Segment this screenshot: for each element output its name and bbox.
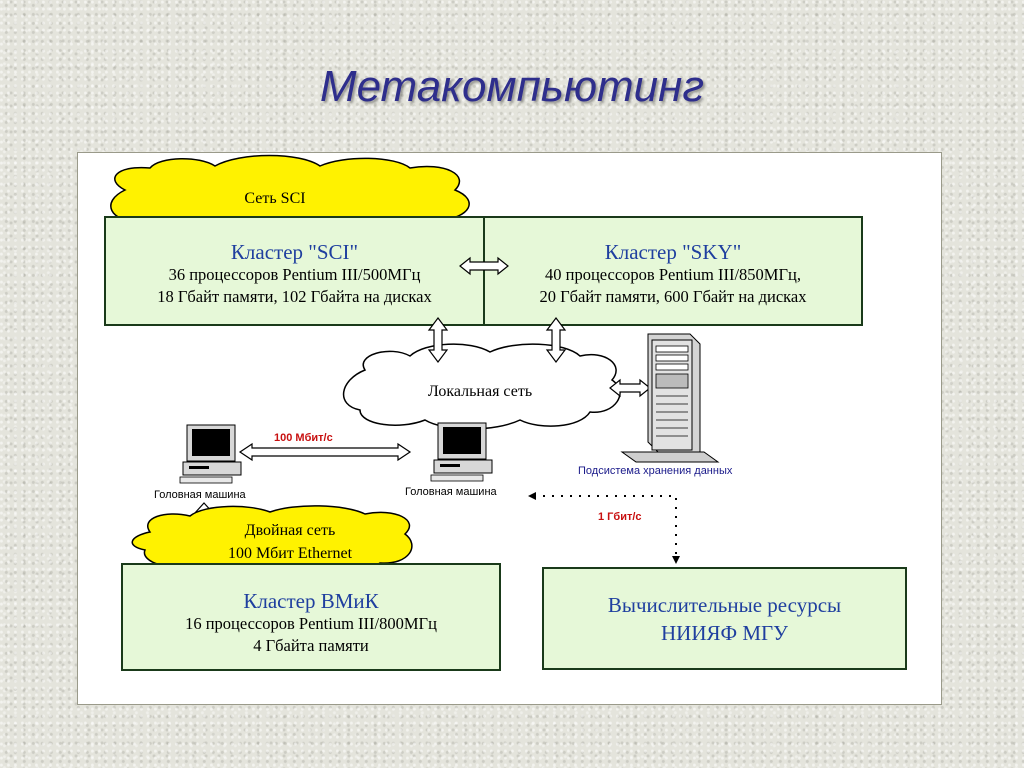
cluster-sci-memory: 18 Гбайт памяти, 102 Гбайта на дисках	[157, 287, 432, 306]
local-network-label: Локальная сеть	[427, 383, 533, 400]
cluster-vmik-memory: 4 Гбайта памяти	[253, 636, 369, 655]
cluster-vmik-title: Кластер ВМиК	[243, 589, 379, 613]
cluster-sky-memory: 20 Гбайт памяти, 600 Гбайт на дисках	[539, 287, 807, 306]
double-network-line2: 100 Мбит Ethernet	[227, 545, 353, 562]
cluster-sky-cpus: 40 процессоров Pentium III/850МГц,	[545, 265, 801, 284]
cluster-sci-box: Кластер "SCI" 36 процессоров Pentium III…	[104, 216, 485, 326]
cluster-sky-title: Кластер "SKY"	[604, 240, 742, 264]
storage-label: Подсистема хранения данных	[578, 465, 733, 477]
cluster-sci-cpus: 36 процессоров Pentium III/500МГц	[168, 265, 421, 284]
cluster-vmik-cpus: 16 процессоров Pentium III/800МГц	[185, 614, 437, 633]
double-network-line1: Двойная сеть	[244, 522, 336, 539]
slide-title: Метакомпьютинг	[319, 62, 705, 111]
cluster-vmik-box: Кластер ВМиК 16 процессоров Pentium III/…	[121, 563, 501, 671]
compute-resources-box: Вычислительные ресурсы НИИЯФ МГУ	[542, 567, 907, 670]
link-1gbit-label: 1 Гбит/с	[598, 511, 642, 523]
sci-network-label: Сеть SCI	[244, 190, 306, 207]
head-machine-right-label: Головная машина	[405, 486, 497, 498]
compute-resources-line2: НИИЯФ МГУ	[660, 621, 789, 645]
compute-resources-line1: Вычислительные ресурсы	[607, 593, 842, 617]
head-machine-left-label: Головная машина	[154, 489, 246, 501]
link-100mbit-label: 100 Мбит/с	[274, 432, 333, 444]
cluster-sky-box: Кластер "SKY" 40 процессоров Pentium III…	[483, 216, 863, 326]
double-network-label: Двойная сеть 100 Мбит Ethernet	[190, 519, 390, 565]
cluster-sci-title: Кластер "SCI"	[230, 240, 359, 264]
